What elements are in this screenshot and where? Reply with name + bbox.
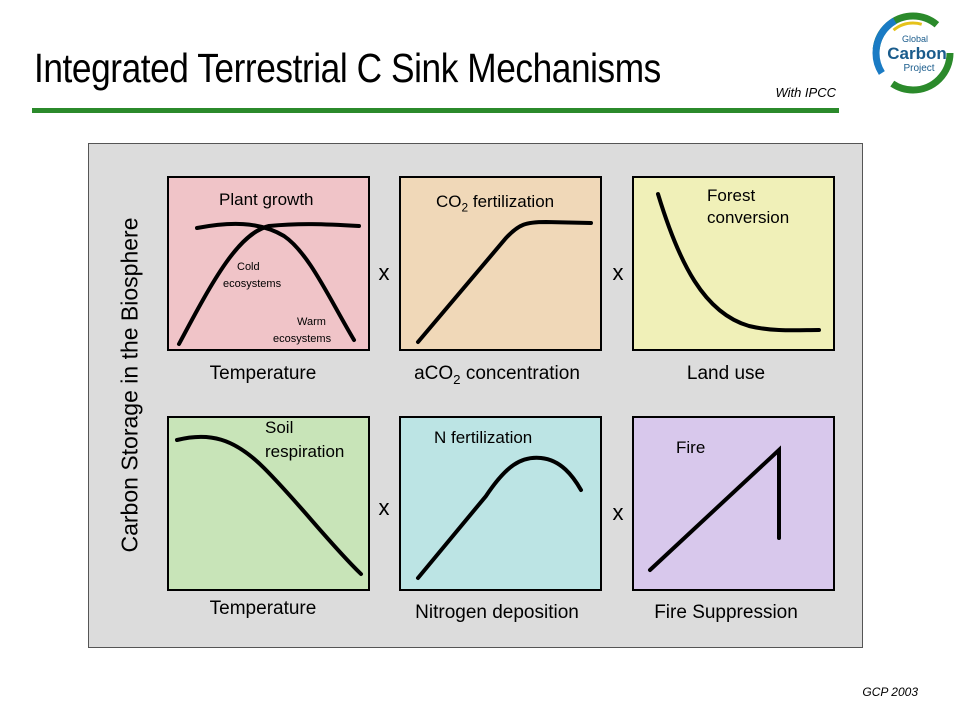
nitrogen-fertilization-panel: N fertilization bbox=[399, 416, 602, 591]
logo-text-global: Global bbox=[902, 34, 928, 44]
warm-ecosystems-label-line1: Warm bbox=[297, 316, 326, 328]
land-use-xlabel: Land use bbox=[686, 363, 766, 384]
title-underline bbox=[32, 108, 839, 113]
soil-respiration-title-line1: Soil bbox=[265, 418, 294, 437]
co2-fertilization-title: CO2 fertilization bbox=[436, 192, 555, 215]
multiply-symbol: x bbox=[612, 260, 624, 285]
nitrogen-deposition-xlabel: Nitrogen deposition bbox=[415, 602, 579, 623]
multiply-symbol: x bbox=[378, 495, 390, 520]
cold-ecosystem-curve bbox=[195, 221, 356, 342]
warm-ecosystems-label-line2: ecosystems bbox=[273, 333, 332, 345]
plant-growth-title: Plant growth bbox=[219, 190, 314, 209]
soil-temperature-xlabel: Temperature bbox=[209, 598, 317, 619]
soil-respiration-panel: Soil respiration bbox=[167, 416, 370, 591]
fire-panel: Fire bbox=[632, 416, 835, 591]
multiply-symbol: x bbox=[612, 500, 624, 525]
co2-xlabel: aCO2 concentration bbox=[414, 363, 580, 387]
nitrogen-curve bbox=[416, 455, 583, 580]
logo-text-carbon: Carbon bbox=[887, 44, 947, 63]
page-title: Integrated Terrestrial C Sink Mechanisms bbox=[34, 45, 661, 91]
gcp-credit: GCP 2003 bbox=[862, 685, 918, 699]
plant-growth-xlabel: Temperature bbox=[209, 363, 317, 384]
y-axis-label: Carbon Storage in the Biosphere bbox=[116, 217, 143, 553]
n-fertilization-title: N fertilization bbox=[434, 428, 533, 447]
with-ipcc-note: With IPCC bbox=[775, 85, 836, 100]
plant-growth-curves bbox=[177, 221, 361, 346]
soil-curve bbox=[175, 434, 363, 576]
nitrogen-response-curve bbox=[416, 455, 583, 580]
forest-conversion-title-line1: Forest bbox=[707, 186, 756, 205]
fire-title: Fire bbox=[676, 438, 706, 457]
fire-suppression-xlabel: Fire Suppression bbox=[654, 602, 798, 623]
multiply-symbol: x bbox=[378, 260, 390, 285]
logo-text-project: Project bbox=[903, 63, 934, 74]
co2-curve bbox=[416, 219, 593, 344]
soil-respiration-curve bbox=[175, 434, 363, 576]
forest-conversion-curve bbox=[656, 192, 821, 333]
global-carbon-project-logo-icon: Global Carbon Project bbox=[872, 12, 954, 94]
plant-growth-panel: Plant growth Cold ecosystems Warm ecosys… bbox=[167, 176, 370, 351]
fire-suppression-curve bbox=[648, 445, 781, 572]
forest-curve bbox=[656, 192, 821, 333]
co2-fertilization-panel: CO2 fertilization bbox=[399, 176, 602, 351]
cold-ecosystems-label-line2: ecosystems bbox=[223, 278, 282, 290]
forest-conversion-title-line2: conversion bbox=[707, 208, 790, 227]
soil-respiration-title-line2: respiration bbox=[265, 442, 345, 461]
fire-curve bbox=[648, 445, 781, 572]
cold-ecosystems-label-line1: Cold bbox=[237, 261, 260, 273]
co2-response-curve bbox=[416, 219, 593, 344]
forest-conversion-panel: Forest conversion bbox=[632, 176, 835, 351]
